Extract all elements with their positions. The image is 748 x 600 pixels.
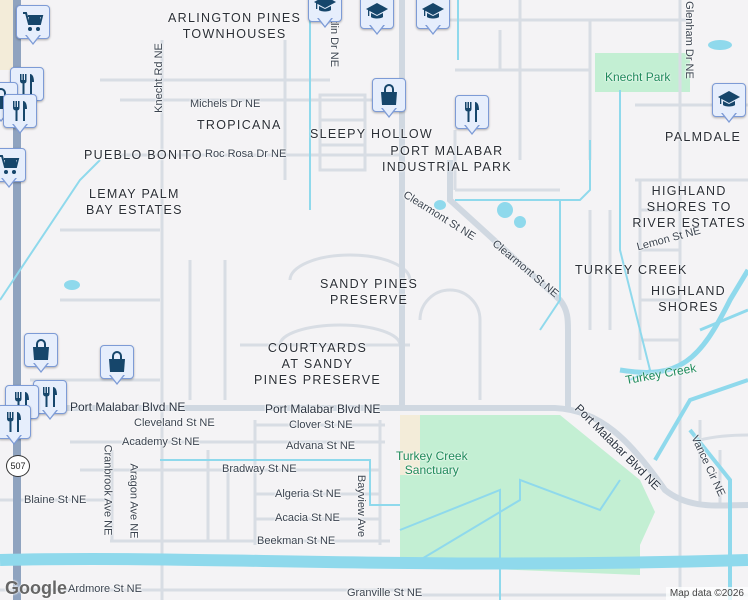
street-label-roc-rosa-dr: Roc Rosa Dr NE (205, 148, 287, 160)
street-label-cranbrook-ave: Cranbrook Ave NE (101, 444, 114, 536)
pond (497, 202, 513, 218)
poi-marker-shopping-bag[interactable] (100, 345, 134, 389)
turkey-creek-sanctuary-area (400, 415, 655, 575)
restaurant-icon (2, 410, 26, 434)
area-label-palmdale: PALMDALE (665, 130, 742, 144)
street-label-acacia-st: Acacia St NE (275, 512, 340, 524)
map-attribution[interactable]: Map data ©2026 (665, 587, 748, 600)
poi-marker-shopping-cart[interactable] (0, 148, 26, 192)
street-label-clover-st: Clover St NE (289, 419, 353, 431)
school-icon (365, 0, 389, 24)
pond (434, 200, 446, 210)
route-shield-507: 507 (6, 455, 30, 477)
school-icon (717, 88, 741, 112)
street-label-port-malabar-blvd: Port Malabar Blvd NE (265, 402, 381, 416)
area-label-pueblo-bonito: PUEBLO BONITO (84, 148, 203, 162)
street-label-cleveland-st: Cleveland St NE (134, 417, 215, 429)
poi-marker-shopping-bag[interactable] (24, 333, 58, 377)
street-label-beekman-st: Beekman St NE (257, 535, 336, 547)
area-label-sleepy-hollow: SLEEPY HOLLOW (310, 127, 433, 141)
pond (514, 216, 526, 228)
poi-marker-school[interactable] (712, 83, 746, 127)
area-label-tropicana: TROPICANA (197, 118, 282, 132)
shopping-bag-icon (29, 338, 53, 362)
restaurant-icon (8, 99, 32, 123)
street-label-knecht-rd: Knecht Rd NE (152, 43, 165, 113)
area-label-turkey-creek: TURKEY CREEK (575, 263, 688, 277)
street-label-granville-st: Granville St NE (347, 587, 423, 599)
poi-marker-restaurant[interactable] (0, 405, 31, 449)
street-label-algeria-st: Algeria St NE (275, 488, 342, 500)
street-label-bradway-st: Bradway St NE (222, 463, 297, 475)
restaurant-icon (15, 72, 39, 96)
park-label-knecht-park[interactable]: Knecht Park (605, 70, 671, 84)
school-icon (313, 0, 337, 17)
school-icon (421, 0, 445, 24)
shopping-bag-icon (105, 350, 129, 374)
street-label-ardmore-st: Ardmore St NE (68, 583, 142, 595)
poi-marker-shopping-bag[interactable] (372, 78, 406, 122)
google-logo[interactable]: Google (5, 578, 67, 598)
street-label-advana-st: Advana St NE (286, 440, 356, 452)
poi-marker-shopping-cart[interactable] (16, 5, 50, 49)
commercial-area (0, 0, 15, 70)
poi-marker-school[interactable] (308, 0, 342, 32)
shopping-cart-icon (21, 10, 45, 34)
street-label-blaine-st: Blaine St NE (24, 494, 87, 506)
street-label-port-malabar-blvd: Port Malabar Blvd NE (70, 400, 186, 414)
street-label-glenham-dr: Glenham Dr NE (682, 1, 695, 79)
poi-marker-restaurant[interactable] (455, 95, 489, 139)
shopping-bag-icon (377, 83, 401, 107)
commercial-area (400, 415, 420, 475)
poi-marker-school[interactable] (416, 0, 450, 39)
restaurant-icon (460, 100, 484, 124)
street-label-aragon-ave: Aragon Ave NE (127, 463, 140, 539)
knecht-park-area (595, 53, 690, 92)
street-label-michels-dr: Michels Dr NE (190, 98, 261, 110)
pond (708, 40, 732, 50)
poi-marker-restaurant[interactable] (3, 94, 37, 138)
pond (64, 280, 80, 290)
street-label-academy-st: Academy St NE (122, 436, 200, 448)
street-label-bayview-ave: Bayview Ave (355, 474, 368, 538)
restaurant-icon (38, 385, 62, 409)
shopping-cart-icon (0, 153, 21, 177)
poi-marker-school[interactable] (360, 0, 394, 39)
